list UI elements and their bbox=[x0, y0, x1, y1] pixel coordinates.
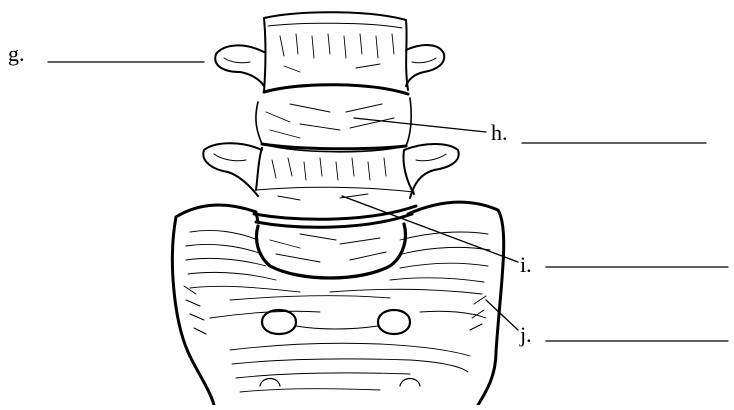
label-j: j. bbox=[520, 324, 532, 346]
sacrum bbox=[172, 202, 503, 405]
upper-vertebral-body bbox=[215, 12, 444, 92]
label-h: h. bbox=[491, 122, 508, 144]
leader-line-j bbox=[486, 300, 518, 330]
leader-line-h bbox=[354, 118, 486, 132]
label-i: i. bbox=[520, 254, 532, 276]
lower-vertebral-body bbox=[256, 214, 412, 278]
upper-intervertebral-disc bbox=[256, 85, 411, 152]
answer-blanks bbox=[522, 143, 728, 341]
label-g: g. bbox=[8, 43, 25, 65]
